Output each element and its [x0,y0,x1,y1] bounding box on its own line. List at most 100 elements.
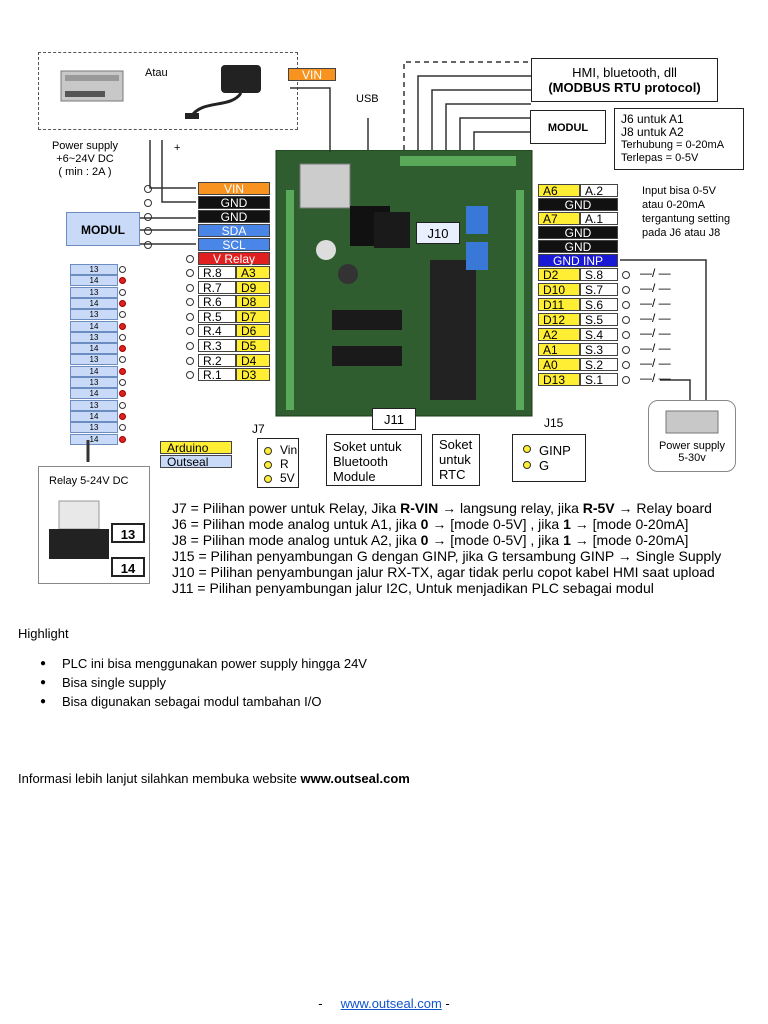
list-item: Bisa digunakan sebagai modul tambahan I/… [18,692,367,711]
note-line: J15 = Pilihan penyambungan G dengan GINP… [172,548,722,564]
terminal-dot [119,401,126,409]
terminal-dot [119,424,126,432]
j7-label: J7 [252,422,265,436]
jumper-notes: J7 = Pilihan power untuk Relay, Jika R-V… [172,500,721,596]
relay-output-label: R.7 [198,280,236,294]
psu-right-icon [665,410,719,434]
relay-output-label: R.3 [198,339,236,353]
footer-link[interactable]: www.outseal.com [340,996,442,1011]
relay-pin-13: 13 [111,523,145,543]
terminal-dot [144,213,152,221]
terminal-dot [186,342,194,350]
relay-terminal: 13 [70,354,118,366]
relay-terminal: 13 [70,286,118,298]
digital-input-label: S.7 [580,283,618,297]
arduino-pin-label: D8 [236,295,270,309]
usb-label: USB [356,93,379,105]
terminal-dot [144,185,152,193]
terminal-dot [622,331,630,339]
terminal-dot [186,255,194,263]
hmi-box: HMI, bluetooth, dll (MODBUS RTU protocol… [531,58,718,102]
adapter-image-icon [185,65,261,119]
arduino-pin-label: D3 [236,368,270,382]
relay-terminal: 14 [70,297,118,309]
atau-label: Atau [145,67,168,79]
power-supply-box: Atau [38,52,298,130]
relay-pin-14: 14 [111,557,145,577]
analog-pin-label: A7 [538,212,580,226]
j10-label: J10 [416,222,460,244]
relay-output-label: R.8 [198,266,236,280]
note-line: J10 = Pilihan penyambungan jalur RX-TX, … [172,564,715,580]
digital-pin-label: A1 [538,343,580,357]
terminal-dot [119,288,126,296]
switch-icon: —/ — [640,341,671,355]
note-line: J11 = Pilihan penyambungan jalur I2C, Un… [172,580,654,596]
terminal-dot [119,367,126,375]
terminal-dot [622,271,630,279]
terminal-dot [622,361,630,369]
arduino-pin-label: D6 [236,324,270,338]
terminal-dot [119,322,126,330]
left-pin-label: SCL [198,238,270,252]
jumper-info-box: J6 untuk A1 J8 untuk A2 Terhubung = 0-20… [614,108,744,170]
digital-pin-label: D2 [538,268,580,282]
switch-icon: —/ — [640,356,671,370]
relay-terminal: 14 [70,433,118,445]
terminal-dot [119,345,126,353]
terminal-dot [119,277,126,285]
relay-terminal: 14 [70,388,118,400]
terminal-dot [144,199,152,207]
pinout-diagram: Atau Power supply +6~24V DC ( min : 2A )… [38,52,744,584]
legend-arduino: Arduino [160,441,232,455]
digital-pin-label: A0 [538,358,580,372]
page-footer: - www.outseal.com - [318,996,450,1011]
relay-terminal: 14 [70,365,118,377]
arduino-pin-label: D5 [236,339,270,353]
terminal-dot [144,241,152,249]
right-pin-label: GND [538,198,618,212]
terminal-dot [186,283,194,292]
psu-image-icon [60,70,124,102]
list-item: PLC ini bisa menggunakan power supply hi… [18,654,367,673]
digital-input-label: S.3 [580,343,618,357]
arduino-pin-label: D7 [236,309,270,323]
analog-input-label: A.2 [580,184,618,198]
terminal-dot [119,435,126,443]
terminal-dot [622,346,630,354]
terminal-dot [186,356,194,365]
left-pin-label: VIN [198,182,270,196]
digital-pin-label: D10 [538,283,580,297]
relay-terminal: 13 [70,377,118,388]
note-line: J8 = Pilihan mode analog untuk A2, jika … [172,532,689,548]
terminal-dot [186,327,194,336]
relay-output-label: R.4 [198,324,236,338]
relay-box: Relay 5-24V DC 13 14 [38,466,150,584]
digital-input-label: S.4 [580,328,618,342]
info-line: Informasi lebih lanjut silahkan membuka … [18,771,410,786]
arduino-pin-label: D9 [236,280,270,294]
relay-output-label: R.5 [198,309,236,323]
switch-icon: —/ — [640,266,671,280]
power-supply-caption: Power supply +6~24V DC ( min : 2A ) [51,140,119,178]
digital-pin-label: D13 [538,373,580,387]
note-line: J6 = Pilihan mode analog untuk A1, jika … [172,516,689,532]
terminal-dot [622,316,630,324]
terminal-dot [119,390,126,398]
digital-input-label: S.5 [580,313,618,327]
relay-output-label: R.2 [198,353,236,367]
terminal-dot [186,298,194,307]
modul-left-box: MODUL [66,212,140,246]
relay-terminal: 13 [70,331,118,343]
relay-terminal: 13 [70,264,118,275]
terminal-dot [186,269,194,277]
right-pin-label: GND [538,240,618,254]
psu-right-box: Power supply 5-30v [648,400,736,472]
digital-input-label: S.6 [580,298,618,312]
left-pin-label: GND [198,196,270,210]
modul-top-box: MODUL [530,110,606,144]
